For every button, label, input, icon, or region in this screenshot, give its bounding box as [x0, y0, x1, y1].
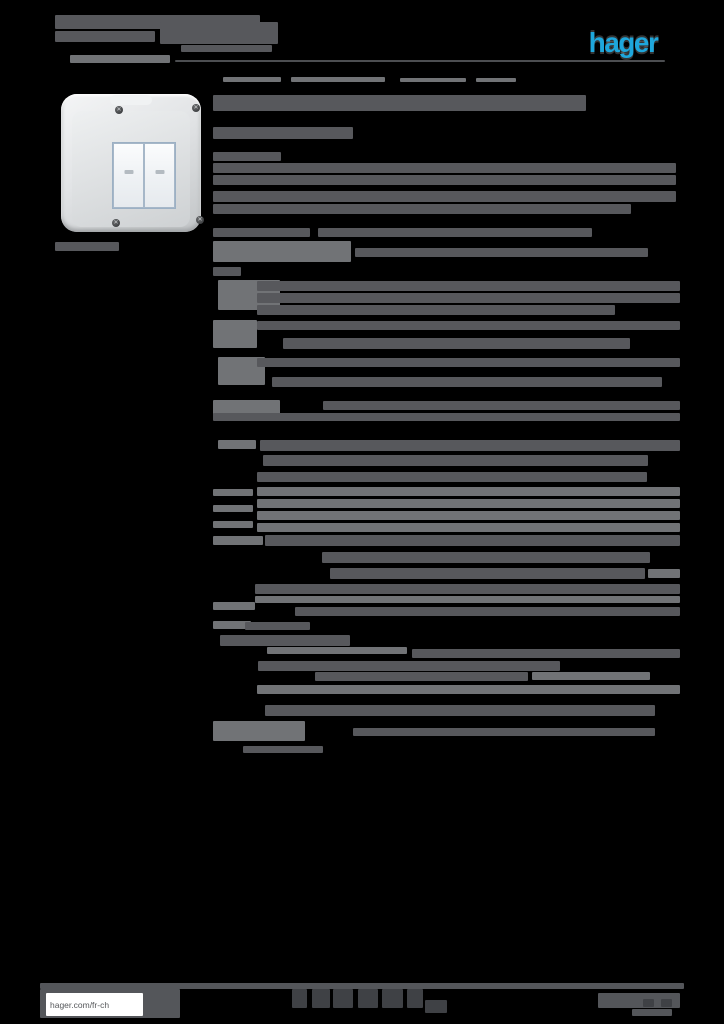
- redacted-text-line: [257, 511, 680, 520]
- redacted-text-line: [353, 728, 655, 736]
- redacted-text-line: [213, 191, 676, 202]
- redacted-text-line: [476, 78, 516, 82]
- redacted-text-line: [257, 293, 680, 303]
- redacted-text-line: [330, 568, 645, 579]
- redacted-text-line: [213, 175, 676, 185]
- redacted-text-line: [295, 607, 680, 616]
- redacted-text-line: [355, 248, 648, 257]
- redacted-text-line: [213, 204, 631, 214]
- redacted-text-line: [213, 320, 257, 348]
- redacted-text-line: [55, 242, 119, 251]
- redacted-text-line: [55, 31, 155, 42]
- redacted-text-line: [181, 45, 272, 52]
- footer-link[interactable]: hager.com/fr-ch: [50, 999, 110, 1010]
- redacted-text-line: [257, 685, 680, 694]
- redacted-text-line: [257, 281, 680, 291]
- footer-link-box: hager.com/fr-ch: [46, 993, 143, 1016]
- redacted-text-line: [213, 621, 251, 629]
- redacted-text-line: [213, 127, 353, 139]
- screw-icon: ✕: [112, 219, 120, 227]
- redacted-text-line: [220, 635, 350, 646]
- redacted-text-line: [213, 721, 305, 741]
- redacted-text-line: [407, 989, 423, 1008]
- redacted-text-line: [322, 552, 650, 563]
- redacted-text-line: [643, 999, 654, 1007]
- rule-line: [175, 60, 665, 62]
- redacted-text-line: [648, 569, 680, 578]
- redacted-text-line: [213, 413, 680, 421]
- box-lid: [110, 95, 152, 105]
- footer-band: [598, 993, 680, 1008]
- redacted-text-line: [283, 338, 630, 349]
- redacted-text-line: [292, 989, 307, 1008]
- redacted-text-line: [263, 455, 648, 466]
- redacted-text-line: [272, 377, 662, 387]
- redacted-text-line: [291, 77, 385, 82]
- hager-logo: hager: [583, 26, 663, 60]
- redacted-text-line: [661, 999, 672, 1007]
- redacted-text-line: [213, 267, 241, 276]
- redacted-text-line: [265, 535, 680, 546]
- switch-box: ✕ ✕ ✕ ✕: [61, 94, 204, 232]
- rocker-left-marker: [124, 169, 133, 174]
- redacted-text-line: [532, 672, 650, 680]
- screw-icon: ✕: [192, 104, 200, 112]
- screw-icon: ✕: [115, 106, 123, 114]
- redacted-text-line: [213, 489, 253, 496]
- redacted-text-line: [160, 22, 278, 44]
- redacted-text-line: [213, 536, 263, 545]
- redacted-text-line: [312, 989, 330, 1008]
- redacted-text-line: [425, 1000, 447, 1013]
- redacted-text-line: [257, 487, 680, 496]
- redacted-text-line: [382, 989, 403, 1008]
- redacted-text-line: [358, 989, 378, 1008]
- rocker-right: [144, 143, 175, 208]
- redacted-text-line: [260, 440, 680, 451]
- redacted-text-line: [257, 321, 680, 330]
- redacted-text-line: [333, 989, 353, 1008]
- redacted-text-line: [257, 523, 680, 532]
- redacted-text-line: [257, 472, 647, 482]
- product-image: ✕ ✕ ✕ ✕: [57, 88, 205, 240]
- redacted-text-line: [223, 77, 281, 82]
- switch-plate: [112, 142, 176, 209]
- redacted-text-line: [315, 672, 528, 681]
- redacted-text-line: [323, 401, 680, 410]
- redacted-text-line: [213, 228, 310, 237]
- redacted-text-line: [255, 596, 680, 603]
- redacted-text-line: [258, 661, 560, 671]
- redacted-text-line: [213, 602, 255, 610]
- redacted-text-line: [412, 649, 680, 658]
- redacted-text-line: [400, 78, 466, 82]
- redacted-text-line: [318, 228, 592, 237]
- redacted-text-line: [245, 622, 310, 630]
- redacted-text-line: [257, 305, 615, 315]
- redacted-text-line: [255, 584, 680, 594]
- redacted-text-line: [243, 746, 323, 753]
- redacted-text-line: [213, 95, 586, 111]
- redacted-text-line: [213, 241, 351, 262]
- hager-logo-wordmark: hager: [588, 27, 659, 58]
- footer-band: [40, 983, 684, 989]
- redacted-text-line: [267, 647, 407, 654]
- redacted-text-line: [257, 358, 680, 367]
- redacted-text-line: [213, 521, 253, 528]
- redacted-text-line: [213, 152, 281, 161]
- redacted-text-line: [213, 505, 253, 512]
- redacted-text-line: [257, 499, 680, 508]
- redacted-text-line: [213, 163, 676, 173]
- screw-icon: ✕: [196, 216, 204, 224]
- redacted-text-line: [218, 440, 256, 449]
- rocker-left: [113, 143, 144, 208]
- footer-band: [632, 1009, 672, 1016]
- redacted-text-line: [265, 705, 655, 716]
- rocker-right-marker: [155, 169, 164, 174]
- redacted-text-line: [70, 55, 170, 63]
